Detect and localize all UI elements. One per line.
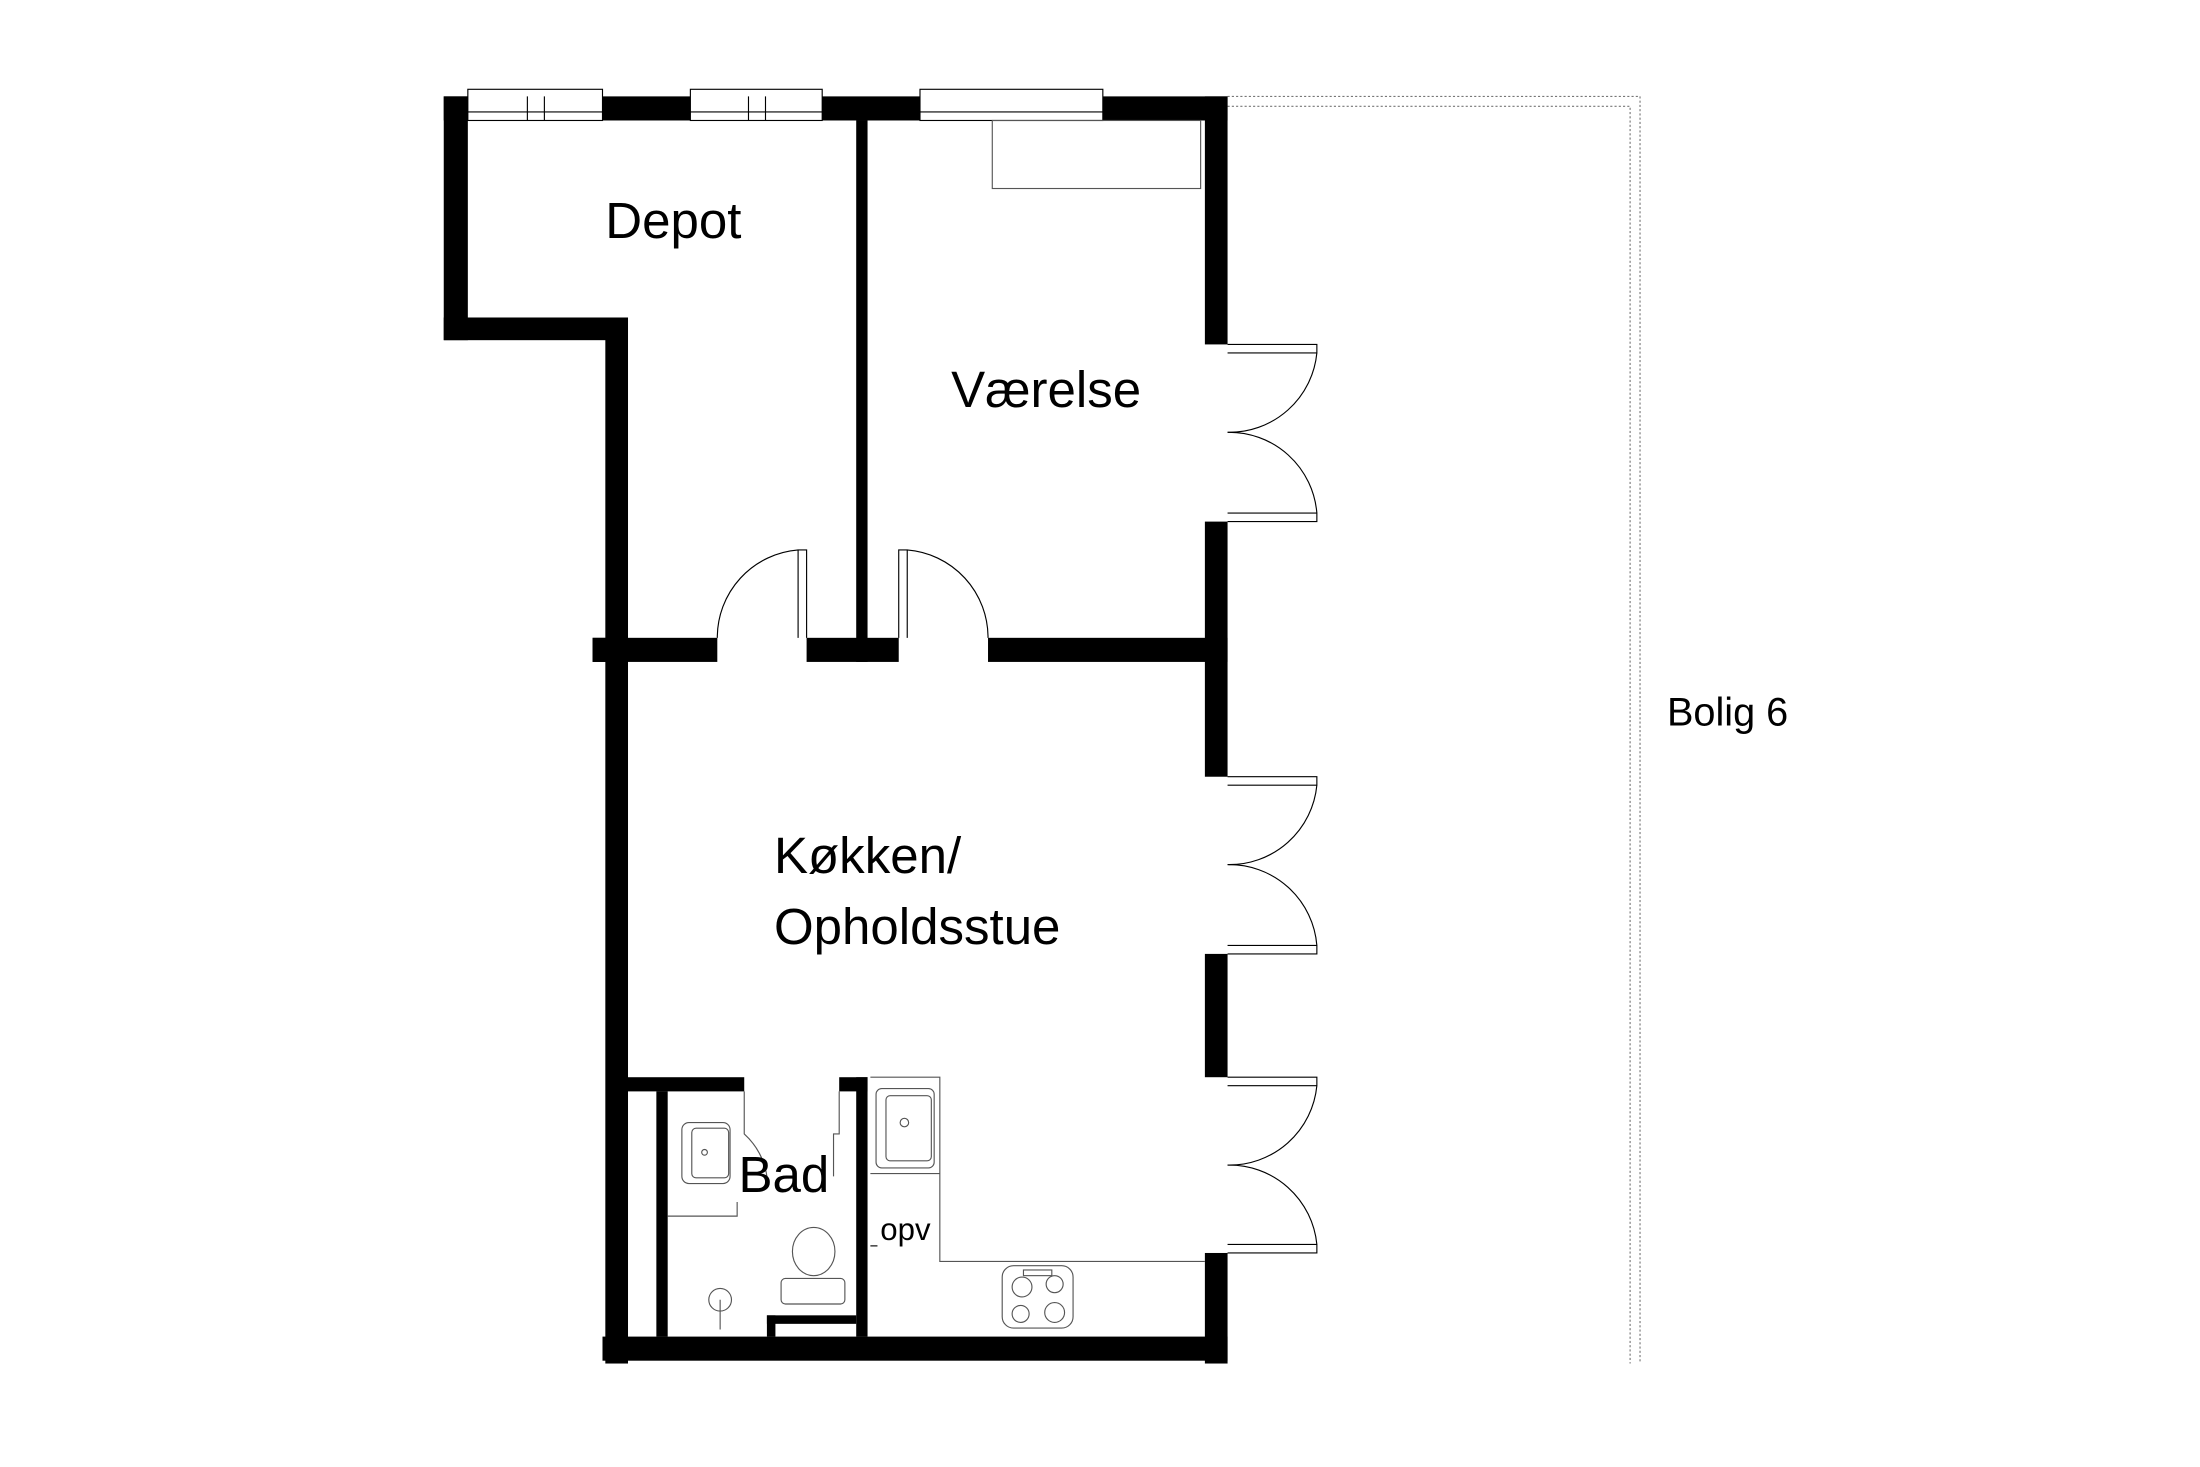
bath-sink-icon	[681, 1122, 731, 1185]
label-kitchen-2: Opholdsstue	[774, 898, 1060, 955]
label-vaerelse: Værelse	[951, 361, 1141, 418]
cooktop-icon	[1001, 1265, 1074, 1329]
doors	[716, 343, 1318, 1254]
label-opv: opv	[880, 1212, 931, 1247]
label-kitchen-1: Køkken/	[774, 827, 962, 884]
fixtures	[667, 119, 1205, 1330]
bolig-6-outline	[1227, 95, 1641, 1364]
toilet-icon	[791, 1226, 836, 1277]
label-depot: Depot	[605, 192, 741, 249]
label-bolig-6: Bolig 6	[1667, 691, 1788, 735]
room-labels: Depot Værelse Køkken/ Opholdsstue Bad op…	[605, 192, 1788, 1247]
kitchen-sink-icon	[875, 1087, 935, 1169]
windows	[467, 88, 1104, 122]
walls	[443, 96, 1228, 1364]
label-bath: Bad	[739, 1146, 830, 1203]
